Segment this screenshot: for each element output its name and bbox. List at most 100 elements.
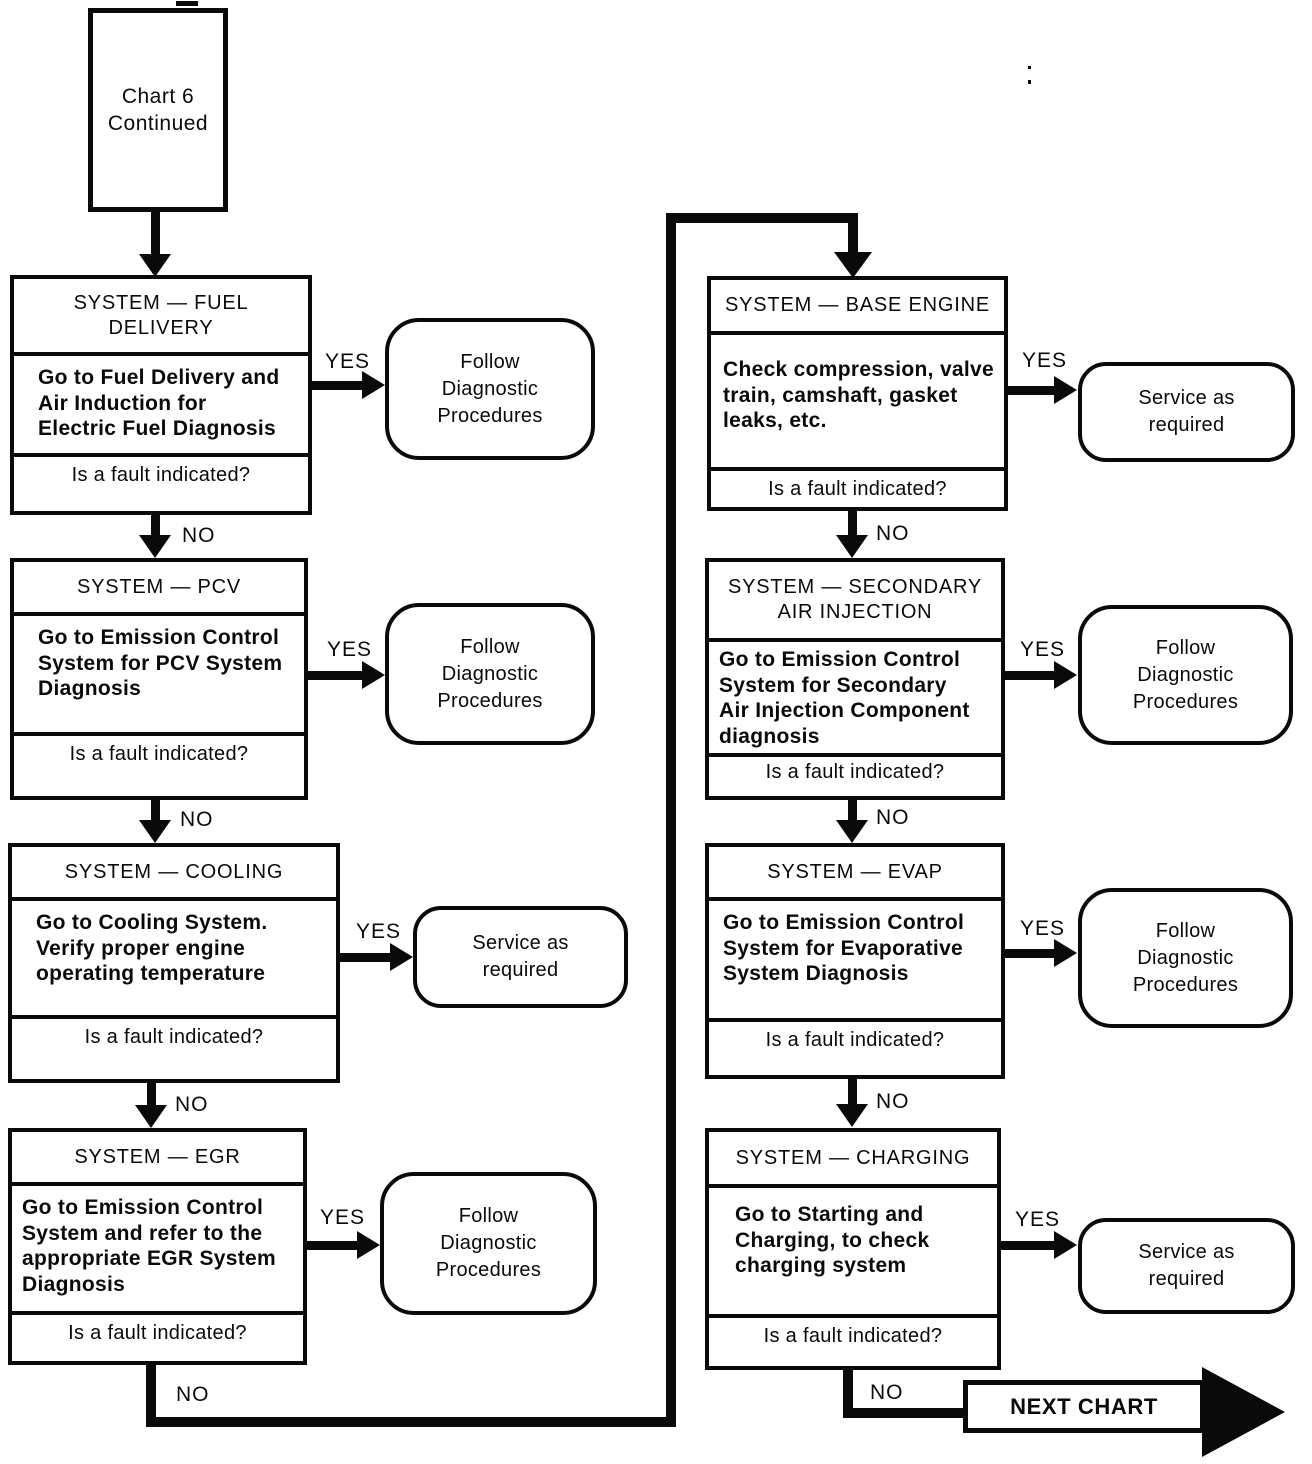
no-label: NO (176, 1383, 210, 1406)
yes-label: YES (1020, 638, 1066, 661)
scan-artifact (176, 1, 198, 6)
node-body: Go to Cooling System. Verify proper engi… (12, 901, 336, 1019)
result-follow-diagnostic-evap: Follow Diagnostic Procedures (1078, 888, 1293, 1028)
node-base-engine: SYSTEM — BASE ENGINE Check compression, … (707, 276, 1008, 511)
no-connector-secondary-to-evap (848, 800, 857, 821)
arrowhead-down (836, 1104, 868, 1127)
arrowhead-down (135, 1105, 167, 1128)
result-service-required-cooling: Service as required (413, 906, 628, 1008)
no-connector-egr-loop-segment (666, 213, 676, 1427)
no-connector-egr-loop-segment (146, 1365, 156, 1427)
yes-label: YES (327, 638, 373, 661)
no-connector-egr-loop-segment (848, 218, 858, 254)
start-node-label: Chart 6 Continued (107, 84, 209, 135)
fault-question: Is a fault indicated? (84, 1026, 264, 1048)
no-label: NO (175, 1093, 209, 1116)
node-header: SYSTEM — EVAP (709, 847, 1001, 901)
node-charging: SYSTEM — CHARGING Go to Starting and Cha… (705, 1128, 1001, 1370)
result-service-required-charging: Service as required (1078, 1218, 1295, 1314)
arrowhead-down (836, 820, 868, 843)
next-chart-terminal: NEXT CHART (963, 1380, 1205, 1433)
next-chart-arrow-icon (1202, 1367, 1285, 1457)
node-header: SYSTEM — FUEL DELIVERY (14, 279, 308, 356)
yes-label: YES (320, 1206, 366, 1229)
no-connector-pcv-to-cooling (151, 800, 160, 821)
arrowhead-right (1054, 376, 1077, 404)
no-label: NO (876, 1090, 910, 1113)
arrowhead-down (139, 535, 171, 558)
arrowhead-right (362, 371, 385, 399)
no-label: NO (870, 1381, 904, 1404)
yes-label: YES (356, 920, 402, 943)
yes-connector-pcv (308, 671, 364, 680)
arrowhead-right (1054, 1231, 1077, 1259)
next-chart-label: NEXT CHART (1010, 1393, 1158, 1419)
node-secondary-air-injection: SYSTEM — SECONDARY AIR INJECTION Go to E… (705, 558, 1005, 800)
node-evap: SYSTEM — EVAP Go to Emission Control Sys… (705, 843, 1005, 1079)
arrowhead-down (834, 252, 872, 278)
fault-question: Is a fault indicated? (69, 743, 249, 765)
scan-artifact (1028, 80, 1031, 84)
node-body: Go to Starting and Charging, to check ch… (709, 1188, 997, 1318)
node-body: Go to Emission Control System for Evapor… (709, 901, 1001, 1022)
yes-connector-egr (307, 1241, 359, 1250)
arrowhead-right (1054, 661, 1077, 689)
fault-question: Is a fault indicated? (68, 1322, 247, 1344)
arrowhead-right (357, 1231, 380, 1259)
no-connector-evap-to-charging (848, 1079, 857, 1105)
node-egr: SYSTEM — EGR Go to Emission Control Syst… (8, 1128, 307, 1365)
node-body: Go to Emission Control System for Second… (709, 642, 1001, 757)
node-body: Go to Emission Control System for PCV Sy… (14, 616, 304, 736)
node-header: SYSTEM — SECONDARY AIR INJECTION (709, 562, 1001, 642)
result-follow-diagnostic-fuel: Follow Diagnostic Procedures (385, 318, 595, 460)
node-cooling: SYSTEM — COOLING Go to Cooling System. V… (8, 843, 340, 1083)
no-connector-egr-loop-segment (666, 213, 858, 223)
yes-label: YES (1015, 1208, 1061, 1231)
arrowhead-right (362, 661, 385, 689)
node-header: SYSTEM — EGR (12, 1132, 303, 1186)
yes-connector-charging (1001, 1241, 1056, 1250)
fault-question: Is a fault indicated? (765, 1029, 945, 1051)
arrowhead-down (836, 535, 868, 558)
node-header: SYSTEM — COOLING (12, 847, 336, 901)
yes-connector-evap (1005, 949, 1056, 958)
no-label: NO (876, 522, 910, 545)
yes-connector-fuel (312, 381, 364, 390)
node-fuel-delivery: SYSTEM — FUEL DELIVERY Go to Fuel Delive… (10, 275, 312, 515)
node-header: SYSTEM — BASE ENGINE (711, 280, 1004, 335)
node-body: Go to Fuel Delivery and Air Induction fo… (14, 356, 308, 457)
no-connector-charging-to-next (843, 1370, 853, 1418)
yes-label: YES (1020, 917, 1066, 940)
node-header: SYSTEM — CHARGING (709, 1132, 997, 1188)
yes-label: YES (325, 350, 371, 373)
yes-label: YES (1022, 349, 1068, 372)
no-connector-fuel-to-pcv (151, 515, 160, 537)
arrowhead-down (139, 254, 171, 277)
fault-question: Is a fault indicated? (71, 464, 251, 486)
result-follow-diagnostic-egr: Follow Diagnostic Procedures (380, 1172, 597, 1315)
no-connector-egr-loop-segment (146, 1417, 676, 1427)
no-connector-base-to-secondary (848, 511, 857, 536)
result-follow-diagnostic-pcv: Follow Diagnostic Procedures (385, 603, 595, 745)
no-connector-charging-to-next (843, 1408, 963, 1418)
no-label: NO (182, 524, 216, 547)
no-label: NO (180, 808, 214, 831)
arrowhead-down (139, 820, 171, 843)
no-label: NO (876, 806, 910, 829)
connector-start-to-fuel (151, 212, 160, 256)
arrowhead-right (390, 943, 413, 971)
fault-question: Is a fault indicated? (768, 478, 947, 500)
fault-question: Is a fault indicated? (765, 761, 945, 783)
node-header: SYSTEM — PCV (14, 562, 304, 616)
no-connector-cooling-to-egr (147, 1083, 156, 1106)
start-node: Chart 6 Continued (88, 8, 228, 212)
result-service-required-base-engine: Service as required (1078, 362, 1295, 462)
fault-question: Is a fault indicated? (763, 1325, 943, 1347)
node-pcv: SYSTEM — PCV Go to Emission Control Syst… (10, 558, 308, 800)
scan-artifact (1028, 66, 1031, 69)
node-body: Check compression, valve train, camshaft… (711, 335, 1004, 471)
yes-connector-secondary (1005, 671, 1056, 680)
yes-connector-cooling (340, 953, 392, 962)
yes-connector-base-engine (1008, 386, 1056, 395)
